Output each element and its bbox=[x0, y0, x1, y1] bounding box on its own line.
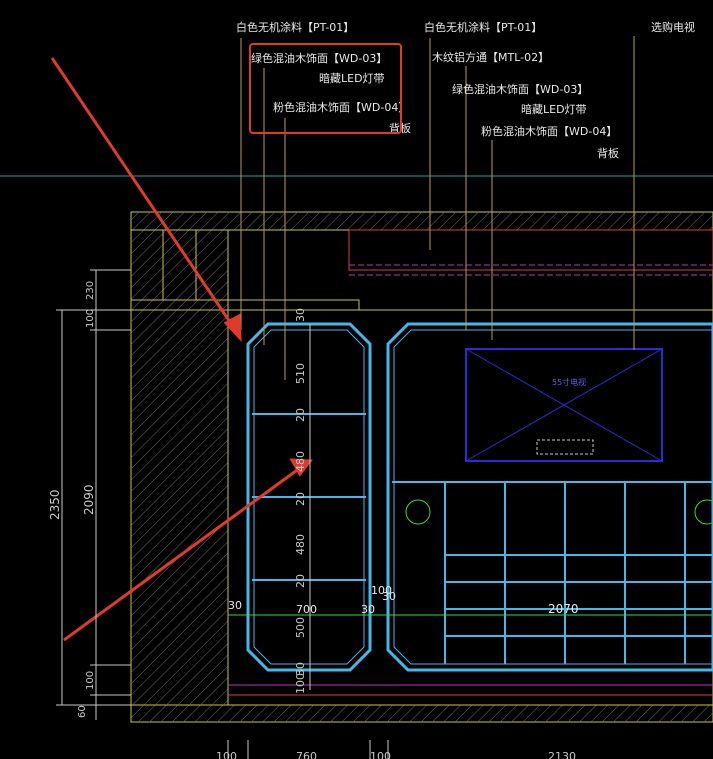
dim-2090: 2090 bbox=[82, 484, 96, 515]
dim-60: 60 bbox=[77, 705, 88, 718]
dim-h-30-left: 30 bbox=[228, 599, 242, 612]
dim-h-700: 700 bbox=[296, 603, 317, 616]
dim-h-2070: 2070 bbox=[548, 602, 579, 616]
label-right-backboard: 背板 bbox=[597, 146, 619, 160]
ceiling-ledge bbox=[130, 299, 360, 311]
vertical-dims-outer bbox=[56, 269, 131, 720]
dim-h-100: 100 bbox=[371, 584, 392, 597]
ceiling-rail bbox=[348, 229, 713, 271]
right-cabinet bbox=[386, 322, 713, 672]
tv-box bbox=[465, 348, 663, 462]
drawer-grid bbox=[444, 482, 713, 664]
label-left-led: 暗藏LED灯带 bbox=[319, 71, 385, 85]
dim-b-100: 100 bbox=[216, 750, 237, 759]
dim-cab-480a: 480 bbox=[294, 451, 307, 472]
dim-100-top: 100 bbox=[85, 309, 96, 328]
top-wall-hatch bbox=[131, 212, 713, 230]
dim-b-2130: 2130 bbox=[548, 750, 576, 759]
right-cabinet-inner bbox=[393, 329, 713, 665]
dim-cab-20a: 20 bbox=[294, 408, 307, 422]
dim-100-bottom: 100 bbox=[85, 671, 96, 690]
vent-circle-right bbox=[694, 499, 713, 525]
dim-cab-20b: 20 bbox=[294, 492, 307, 506]
highlight-box bbox=[249, 43, 402, 134]
bottom-wall-hatch bbox=[131, 705, 713, 722]
left-cabinet bbox=[246, 322, 372, 672]
label-right-mtl02: 木纹铝方通【MTL-02】 bbox=[432, 50, 549, 64]
dim-b-760: 760 bbox=[296, 750, 317, 759]
dim-h-30-right: 30 bbox=[361, 603, 375, 616]
dim-cab-100: 100 bbox=[294, 673, 307, 694]
label-left-wd03: 绿色混油木饰面【WD-03】 bbox=[251, 51, 387, 65]
vent-circle-left bbox=[405, 499, 431, 525]
label-left-wd04: 粉色混油木饰面【WD-04】 bbox=[273, 100, 409, 114]
dim-230: 230 bbox=[85, 281, 96, 300]
label-right-led: 暗藏LED灯带 bbox=[521, 102, 587, 116]
dim-cab-20c: 20 bbox=[294, 574, 307, 588]
dim-cab-480b: 480 bbox=[294, 534, 307, 555]
left-wall-hatch bbox=[131, 230, 228, 705]
dim-cab-30: 30 bbox=[294, 308, 307, 322]
label-right-pt01: 白色无机涂料【PT-01】 bbox=[424, 20, 542, 34]
tv-base bbox=[536, 439, 594, 455]
label-right-tv: 选购电视 bbox=[651, 20, 695, 34]
bottom-dim-ticks bbox=[227, 740, 389, 759]
tv-cross-2 bbox=[465, 348, 663, 462]
dim-cab-30b: 30 bbox=[294, 662, 307, 676]
leader-lines bbox=[240, 36, 635, 380]
label-right-wd03: 绿色混油木饰面【WD-03】 bbox=[452, 82, 588, 96]
dim-cab-500: 500 bbox=[294, 617, 307, 638]
label-right-wd04: 粉色混油木饰面【WD-04】 bbox=[481, 124, 617, 138]
label-left-pt01: 白色无机涂料【PT-01】 bbox=[236, 20, 354, 34]
dim-2350: 2350 bbox=[48, 489, 62, 520]
dim-b-100b: 100 bbox=[370, 750, 391, 759]
left-cabinet-inner bbox=[253, 329, 365, 665]
dim-h-30x: 30 bbox=[382, 590, 396, 603]
dim-cab-510: 510 bbox=[294, 363, 307, 384]
tv-label: 55寸电视 bbox=[552, 377, 586, 387]
red-arrows bbox=[50, 57, 313, 642]
